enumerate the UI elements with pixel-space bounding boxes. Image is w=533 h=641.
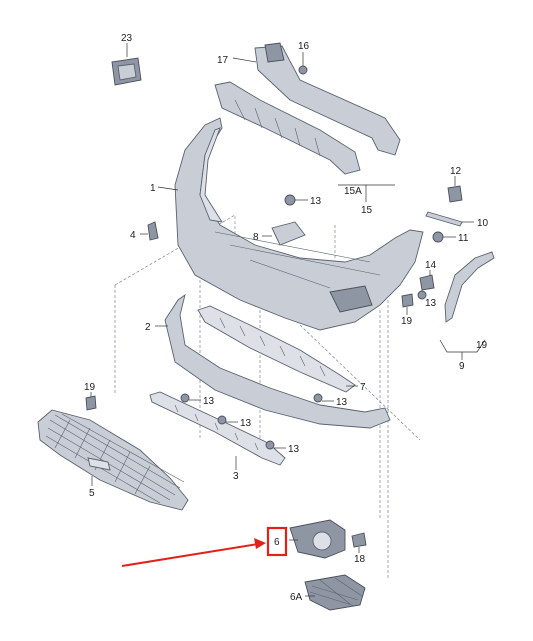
- part-4-clip: [140, 221, 159, 241]
- label-19-left: 19: [84, 382, 96, 393]
- screw-group-upper: [284, 194, 456, 243]
- label-14: 14: [425, 260, 437, 271]
- label-5: 5: [89, 488, 95, 499]
- label-6: 6: [274, 537, 280, 548]
- label-2: 2: [145, 322, 151, 333]
- label-23: 23: [121, 33, 133, 44]
- label-19-right: 19: [401, 316, 413, 327]
- part-6-fog-trim: [289, 519, 346, 559]
- label-17: 17: [217, 55, 229, 66]
- label-11: 11: [458, 233, 469, 244]
- part-12-10-trims: [425, 176, 474, 227]
- part-18-clip: [351, 532, 367, 553]
- part-1-bumper-cover: [157, 117, 424, 331]
- callout-labels: 23 17 16 15A 15 12 1 13 10 4 8 11 14 13 …: [84, 33, 489, 603]
- label-13-lower-4: 13: [288, 444, 300, 455]
- label-13-lower-3: 13: [240, 418, 252, 429]
- label-13-lower-2: 13: [336, 397, 348, 408]
- part-3-bottom-strip: [149, 391, 286, 470]
- label-15: 15: [361, 205, 373, 216]
- label-19-far-right: 19: [476, 340, 488, 351]
- label-13-lower-1: 13: [203, 396, 215, 407]
- part-23-bracket: [111, 43, 142, 86]
- label-16: 16: [298, 41, 310, 52]
- part-19-right-clip: [401, 293, 414, 315]
- label-4: 4: [130, 230, 136, 241]
- part-2-lower-spoiler: [155, 293, 391, 429]
- part-8-bracket: [262, 221, 306, 246]
- pointer-arrow: [121, 538, 266, 567]
- label-1: 1: [150, 183, 156, 194]
- label-10: 10: [477, 218, 489, 229]
- label-13-right: 13: [425, 298, 437, 309]
- label-13-upper: 13: [310, 196, 322, 207]
- label-6a: 6A: [290, 592, 303, 603]
- screw-group-lower: [180, 393, 334, 450]
- highlight-box: [266, 526, 288, 557]
- part-14-bracket: [417, 270, 435, 300]
- part-9-side-trim: [439, 251, 495, 360]
- part-19-left-clip: [85, 392, 97, 411]
- part-15-absorber: [214, 81, 395, 202]
- label-9: 9: [459, 361, 465, 372]
- label-12: 12: [450, 166, 462, 177]
- part-carrier-bracket: [232, 42, 401, 156]
- label-3: 3: [233, 471, 239, 482]
- label-18: 18: [354, 554, 366, 565]
- part-6a-fog-grille: [304, 574, 366, 611]
- label-7: 7: [360, 382, 366, 393]
- part-5-grille: [37, 409, 189, 511]
- label-15a: 15A: [344, 186, 362, 197]
- part-7-reinforcement: [197, 305, 358, 393]
- label-8: 8: [253, 232, 259, 243]
